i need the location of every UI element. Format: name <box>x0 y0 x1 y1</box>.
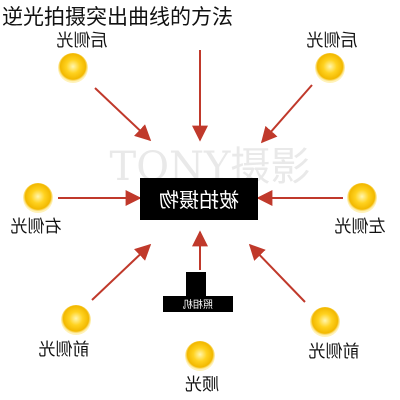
sun-icon <box>315 53 345 83</box>
light-label-back-left: 后侧光 <box>57 31 108 51</box>
subject: 被拍摄物 <box>140 178 258 220</box>
subject-label: 被拍摄物 <box>159 188 239 212</box>
page-title: 逆光拍摄突出曲线的方法 <box>2 5 233 29</box>
sun-icon <box>58 53 88 83</box>
camera-body <box>163 296 233 312</box>
arrow-back-left <box>94 87 152 142</box>
light-label-back-right: 后侧光 <box>307 31 358 51</box>
light-label-front-left: 前侧光 <box>39 340 90 360</box>
camera-label: 照相机 <box>183 298 213 311</box>
sun-icon <box>347 183 377 213</box>
light-label-right-side: 右侧光 <box>11 217 62 237</box>
camera: 照相机 <box>163 272 233 312</box>
subject-box <box>140 178 258 220</box>
camera-viewfinder <box>186 272 206 296</box>
sun-icon <box>61 305 91 335</box>
arrow-front-left <box>91 243 152 301</box>
light-label-left-side: 左侧光 <box>335 217 386 237</box>
arrow-front-right <box>248 243 306 303</box>
light-label-front: 顺光 <box>185 375 219 395</box>
light-labels: 后侧光 后侧光 右侧光 左侧光 前侧光 前侧光 顺光 <box>11 31 386 395</box>
light-label-front-right: 前侧光 <box>309 342 360 362</box>
arrow-back-right <box>260 84 313 144</box>
sun-icon <box>23 183 53 213</box>
light-sources <box>23 53 377 371</box>
light-arrows <box>58 50 343 303</box>
sun-icon <box>310 307 340 337</box>
sun-icon <box>185 341 215 371</box>
